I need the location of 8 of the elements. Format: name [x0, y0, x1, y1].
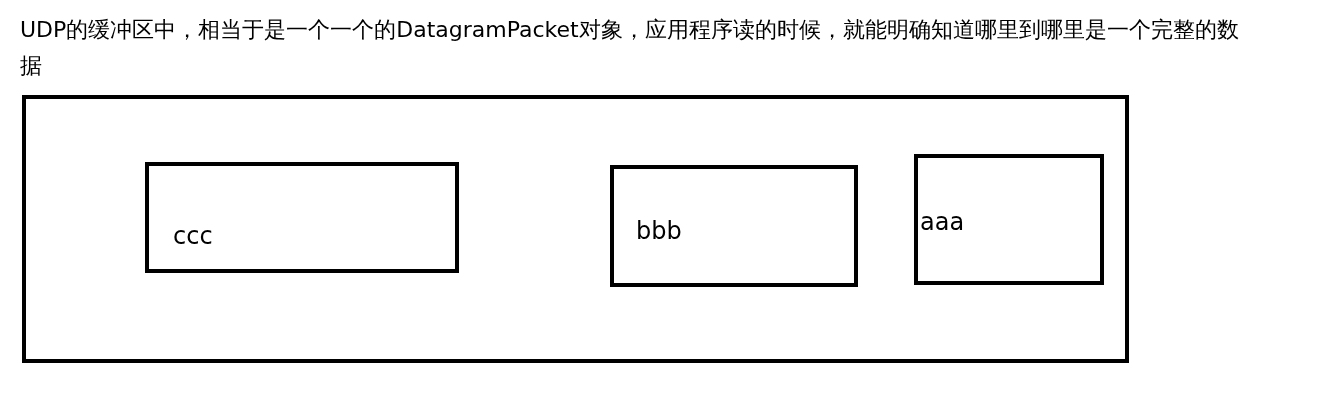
- data-packet-box: [145, 162, 459, 273]
- data-packet-box: [914, 154, 1104, 285]
- buffer-box: [22, 95, 1129, 363]
- title: UDP的缓冲区中，相当于是一个一个的DatagramPacket对象，应用程序读的时候，就能明确知道哪里到哪里是一个完整的数据: [20, 16, 1240, 80]
- data-packet-box: [610, 165, 858, 287]
- packet-label: bbb: [636, 219, 682, 243]
- packet-label: ccc: [173, 224, 213, 248]
- packet-label: aaa: [920, 210, 965, 234]
